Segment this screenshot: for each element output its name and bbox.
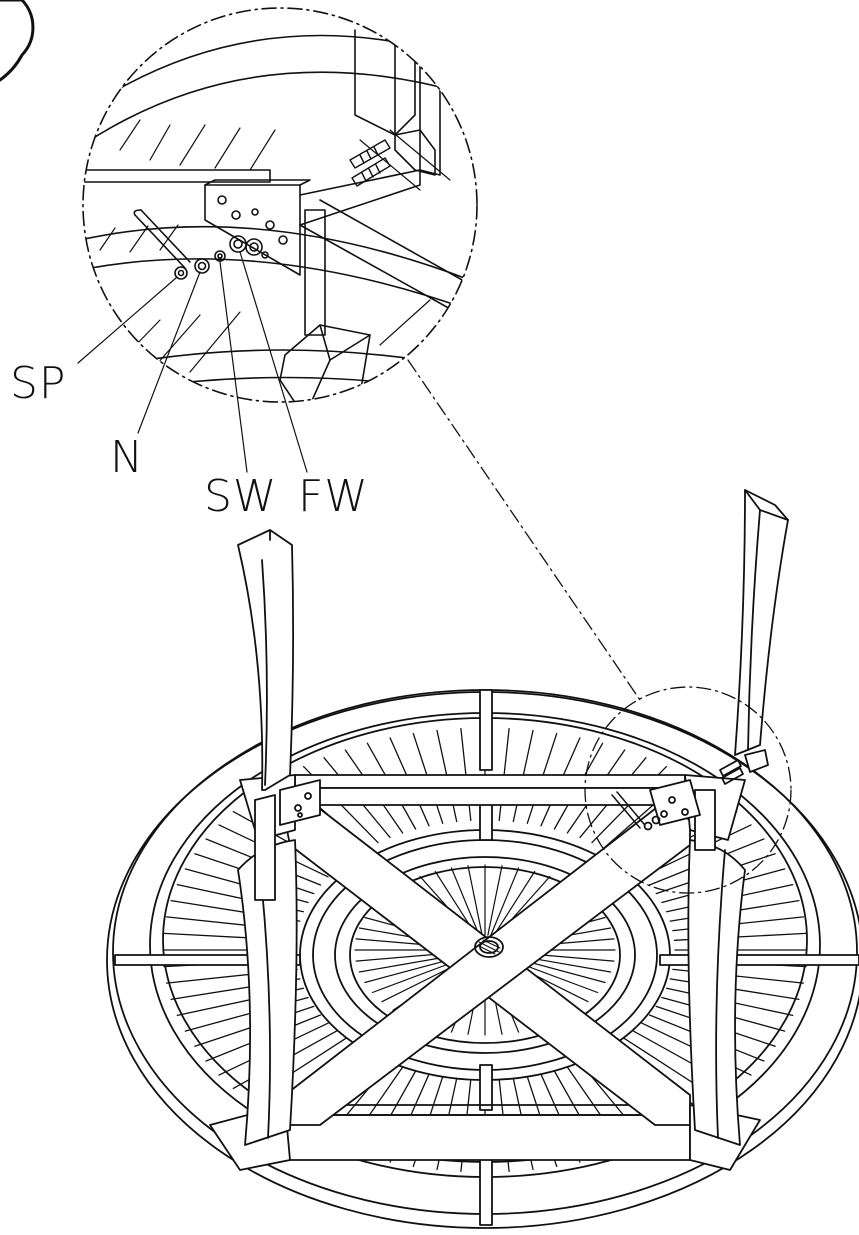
slat-line	[492, 870, 536, 937]
slat-line	[487, 865, 503, 936]
slat-line	[490, 867, 520, 937]
leader-n	[137, 271, 201, 434]
table-assembly	[106, 489, 859, 1229]
detail-view	[77, 7, 478, 473]
slat-line	[467, 865, 483, 936]
leg-back-left	[237, 529, 295, 791]
leader-sw	[219, 261, 248, 473]
leader-sp	[77, 277, 177, 364]
label-flat-washer: FW	[298, 471, 369, 522]
detail-connector-line	[407, 359, 641, 701]
leg-front-left	[237, 839, 298, 1146]
slat-line	[450, 867, 480, 937]
detail-target-circle	[584, 686, 792, 894]
umbrella-hole	[474, 936, 504, 958]
leader-fw	[239, 251, 308, 473]
detail-circle	[82, 7, 478, 403]
label-spring-washer: SW	[204, 471, 278, 522]
step-number-circle	[0, 0, 35, 82]
label-nut: N	[110, 432, 144, 483]
leg-back-right	[734, 489, 789, 756]
label-split-pin: SP	[10, 358, 67, 409]
